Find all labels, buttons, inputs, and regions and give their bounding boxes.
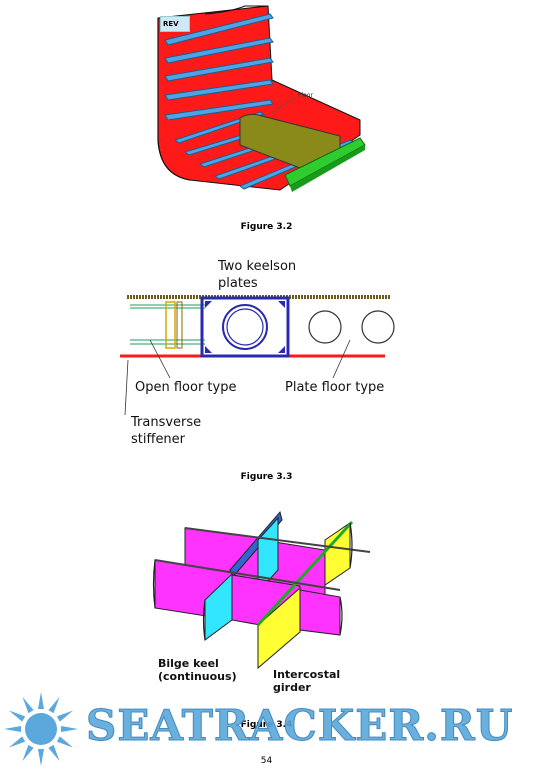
page-number: 54 [260,756,273,766]
figure-caption: Figure 3.4 [240,720,293,730]
watermark-text: SEATRACKER.RU [85,701,514,751]
open-floor-label: Open floor type [135,380,237,395]
sun-icon [4,692,78,766]
floor-leader [269,96,296,115]
bilge-keel-label: Bilge keel (continuous) [158,657,237,683]
keelson-label: Two keelson plates [218,259,297,291]
figure-caption: Figure 3.3 [240,472,293,482]
plate-floor-label: Plate floor type [285,380,385,395]
figure-caption: Figure 3.2 [240,222,293,232]
floor-label: Floor [298,92,313,99]
stiffener-label: Transverse stiffener [131,415,202,447]
side-longitudinals [164,13,274,121]
intercostal-label: Intercostal girder [273,668,341,694]
rev-tag: REV [160,16,190,32]
